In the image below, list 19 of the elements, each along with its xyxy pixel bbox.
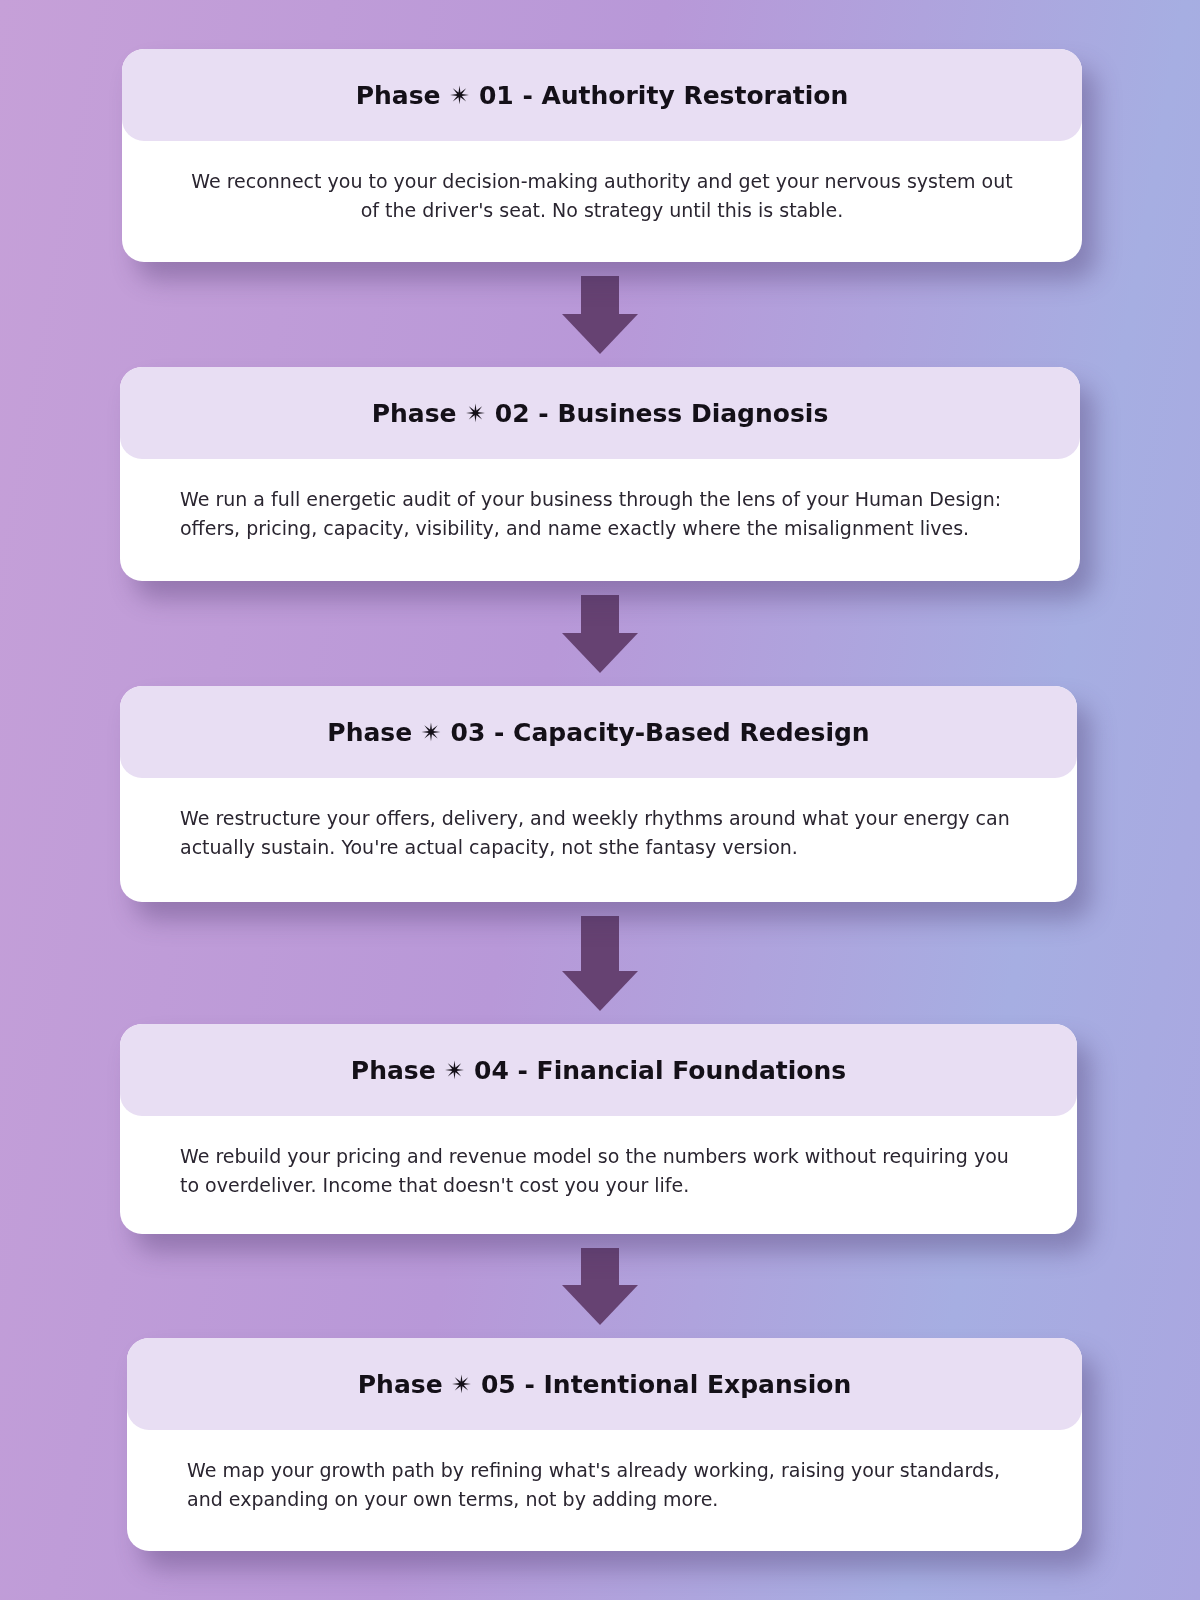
phase-heading: Phase ✴ 02 - Business Diagnosis <box>120 367 1080 459</box>
down-arrow <box>562 1248 638 1325</box>
phase-heading: Phase ✴ 04 - Financial Foundations <box>120 1024 1077 1116</box>
phase-description: We map your growth path by refining what's already working, raising your standards, and expanding on your own terms, not by adding more. <box>186 1458 1001 1512</box>
down-arrow <box>562 916 638 1011</box>
phase-description: We rebuild your pricing and revenue model so the numbers work without requiring you to overdeliver. Income that doesn't cost you your life. <box>179 1144 1010 1198</box>
phase-card <box>127 1338 1082 1551</box>
phase-heading: Phase ✴ 03 - Capacity-Based Redesign <box>120 686 1077 778</box>
phase-card <box>120 686 1077 902</box>
down-arrow <box>562 276 638 354</box>
phase-card <box>120 1024 1077 1234</box>
phase-description: We reconnect you to your decision-making authority and get your nervous system out of the driver's seat. No strategy until this is stable. <box>190 169 1014 223</box>
down-arrow <box>562 595 638 673</box>
phase-description: We restructure your offers, delivery, and weekly rhythms around what your energy can actually sustain. You're actual capacity, not sthe fantasy version. <box>179 806 1011 860</box>
phase-card <box>122 49 1082 262</box>
phase-card <box>120 367 1080 581</box>
phase-heading: Phase ✴ 01 - Authority Restoration <box>122 49 1082 141</box>
phase-description: We run a full energetic audit of your business through the lens of your Human Design: offers, pricing, capacity, visibility, and name exactly where the misalignment lives. <box>179 487 1003 541</box>
phase-heading: Phase ✴ 05 - Intentional Expansion <box>127 1338 1082 1430</box>
